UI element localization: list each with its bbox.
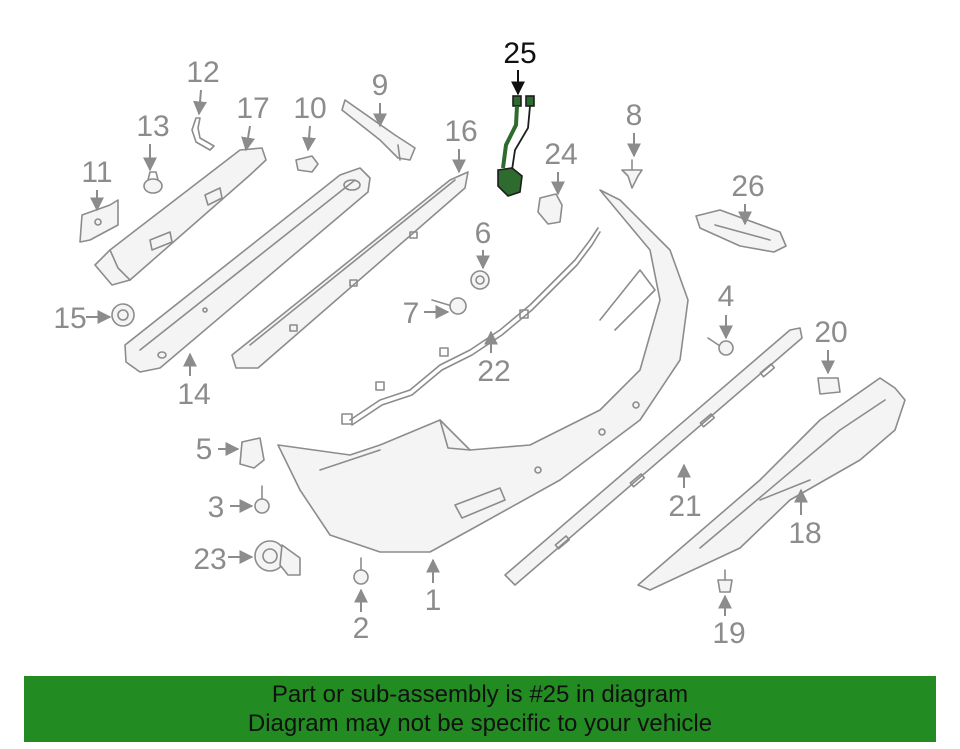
part-14-reinforcement[interactable]: [124, 167, 371, 373]
callout-4: 4: [718, 280, 735, 313]
callout-20: 20: [814, 316, 847, 349]
callout-5: 5: [196, 433, 213, 466]
part-11-bracket[interactable]: [79, 199, 119, 243]
part-16-retainer[interactable]: [231, 171, 469, 369]
callout-3: 3: [208, 491, 225, 524]
callout-21: 21: [668, 490, 701, 523]
callout-22: 22: [477, 355, 510, 388]
part-2-bolt[interactable]: [353, 557, 369, 585]
callout-13: 13: [136, 110, 169, 143]
part-4-bolt[interactable]: [707, 337, 734, 356]
parts-diagram: 1 2 3 4 5 6 7 8 9 10 11 12 13 14 15 16 1…: [53, 37, 906, 650]
part-5-retainer[interactable]: [239, 437, 265, 469]
callout-11: 11: [81, 156, 112, 189]
callout-7: 7: [403, 297, 420, 330]
part-8-clip[interactable]: [621, 159, 643, 189]
part-6-grommet[interactable]: [470, 270, 490, 290]
callout-18: 18: [788, 517, 821, 550]
callout-19: 19: [712, 617, 745, 650]
callout-23: 23: [193, 543, 226, 576]
part-21-trim[interactable]: [504, 327, 803, 586]
part-3-screw[interactable]: [254, 485, 270, 514]
part-12-clip[interactable]: [191, 117, 215, 151]
part-15-nut[interactable]: [111, 303, 135, 327]
callout-15: 15: [53, 302, 86, 335]
callout-6: 6: [475, 217, 492, 250]
part-9-bracket[interactable]: [341, 99, 416, 161]
part-25-harness[interactable]: [497, 95, 535, 197]
part-10-clip[interactable]: [295, 155, 319, 173]
callout-10: 10: [293, 92, 326, 125]
part-17-absorber[interactable]: [94, 147, 267, 286]
callout-2: 2: [353, 612, 370, 645]
part-23-sensor[interactable]: [254, 540, 301, 576]
callout-labels: 1 2 3 4 5 6 7 8 9 10 11 12 13 14 15 16 1…: [53, 37, 847, 650]
leader-arrows: [86, 70, 835, 616]
banner-line-part: Part or sub-assembly is #25 in diagram: [271, 681, 689, 708]
info-banner: Part or sub-assembly is #25 in diagram D…: [24, 676, 936, 742]
part-13-bolt[interactable]: [143, 171, 163, 194]
part-26-bracket[interactable]: [695, 209, 787, 253]
callout-25: 25: [503, 37, 536, 70]
banner-line-disclaimer: Diagram may not be specific to your vehi…: [247, 710, 713, 737]
part-24-bracket[interactable]: [537, 193, 563, 225]
part-22-wiring[interactable]: [341, 227, 601, 426]
callout-9: 9: [372, 69, 389, 102]
callout-26: 26: [731, 170, 764, 203]
callout-8: 8: [626, 99, 643, 132]
callout-17: 17: [236, 92, 269, 125]
callout-16: 16: [444, 115, 477, 148]
callout-14: 14: [177, 378, 210, 411]
callout-12: 12: [186, 56, 219, 89]
part-18-diffuser[interactable]: [637, 377, 906, 591]
part-20-clip[interactable]: [817, 377, 841, 395]
part-19-clip[interactable]: [717, 569, 733, 593]
callout-24: 24: [544, 138, 577, 171]
part-1-bumper-fascia[interactable]: [277, 189, 689, 553]
part-7-screw[interactable]: [431, 297, 467, 315]
callout-1: 1: [425, 584, 442, 617]
